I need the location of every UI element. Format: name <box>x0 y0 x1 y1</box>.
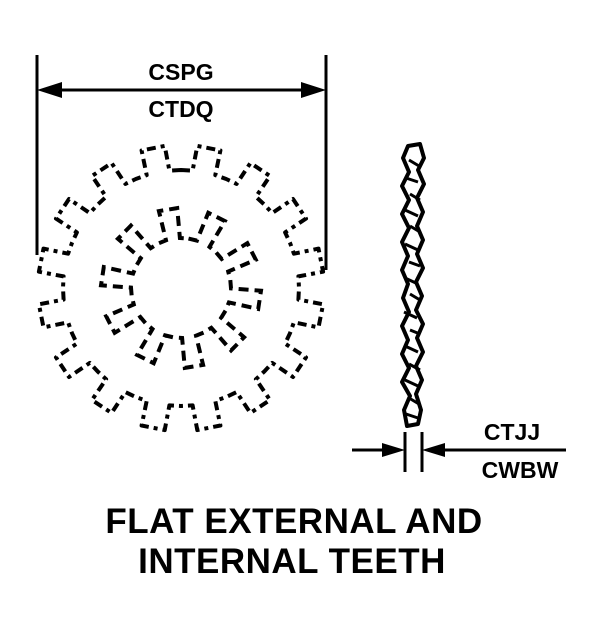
diameter-code-top: CSPG <box>148 59 213 85</box>
thickness-code-top: CTJJ <box>484 419 540 445</box>
side-view-profile <box>400 142 426 428</box>
internal-teeth-outline <box>98 205 264 371</box>
thickness-arrow-right <box>422 443 445 457</box>
washer-front-view <box>36 143 326 433</box>
thickness-code-bottom: CWBW <box>482 457 559 483</box>
side-view-texture <box>403 158 421 420</box>
washer-side-view <box>400 142 426 428</box>
diameter-code-bottom: CTDQ <box>148 96 213 122</box>
thickness-arrow-left <box>382 443 405 457</box>
thickness-dimension: CTJJ CWBW <box>352 419 566 483</box>
diameter-arrow-left <box>37 82 62 98</box>
external-teeth-outline <box>36 143 326 433</box>
diameter-dimension: CSPG CTDQ <box>35 55 328 270</box>
diameter-arrow-right <box>301 82 326 98</box>
caption-line-1: FLAT EXTERNAL AND <box>105 502 483 541</box>
caption-line-2: INTERNAL TEETH <box>138 542 446 581</box>
